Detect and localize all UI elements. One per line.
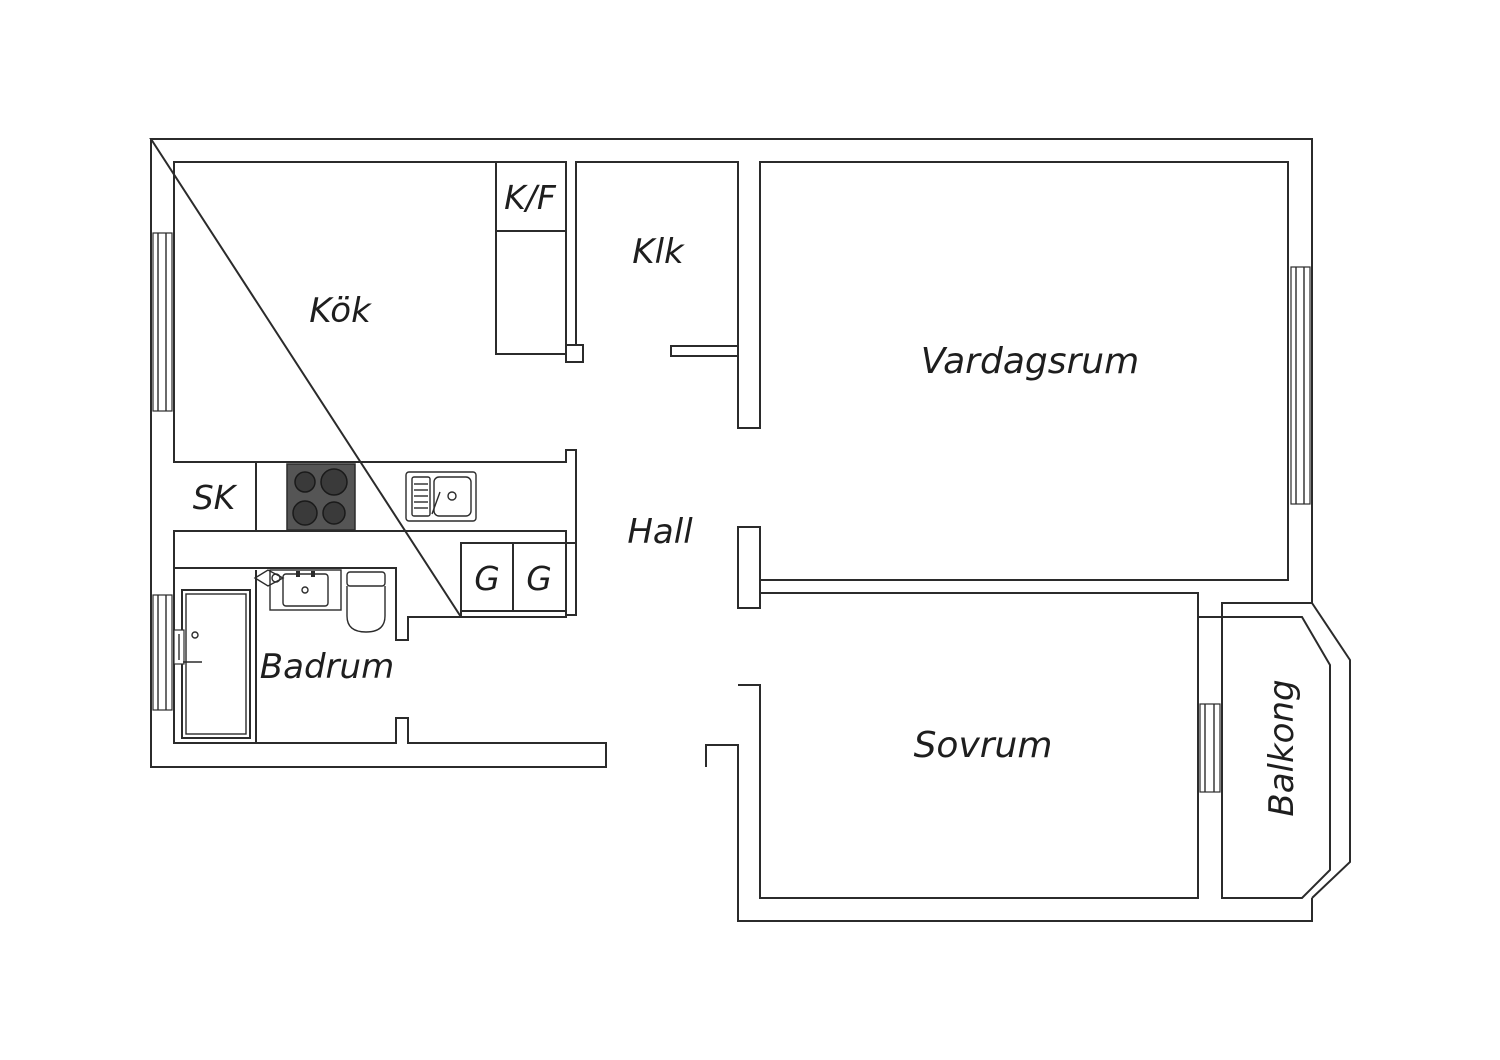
room-labels: Kök K/F Klk Vardagsrum SK Hall G G Badru… [193,178,1302,817]
toilet-icon [346,571,386,633]
room-label-balkong: Balkong [1262,679,1302,816]
fridge-freezer [495,161,567,355]
bathroom-fixtures [173,569,386,743]
windows [152,232,1311,793]
room-label-klk: Klk [632,232,685,272]
room-label-badrum: Badrum [260,647,394,687]
stove-icon [286,463,356,531]
room-label-hall: Hall [627,512,693,552]
kitchen-sink-icon [405,471,477,522]
room-label-sovrum: Sovrum [914,725,1053,766]
room-label-kf: K/F [504,178,557,217]
window-kitchen [152,232,173,412]
window-bedroom [1199,703,1221,793]
outer-walls [149,138,1313,641]
room-label-sk: SK [193,478,238,517]
washbasin-icon [253,569,342,611]
kitchen-counter [255,462,477,531]
room-label-kok: Kök [309,291,372,331]
window-living [1290,266,1311,505]
wall-lines [150,138,1351,922]
room-label-vardagsrum: Vardagsrum [921,341,1139,382]
room-label-g2: G [526,559,552,598]
window-bathroom [152,594,173,711]
bathtub-icon [173,589,251,739]
room-label-g1: G [474,559,500,598]
